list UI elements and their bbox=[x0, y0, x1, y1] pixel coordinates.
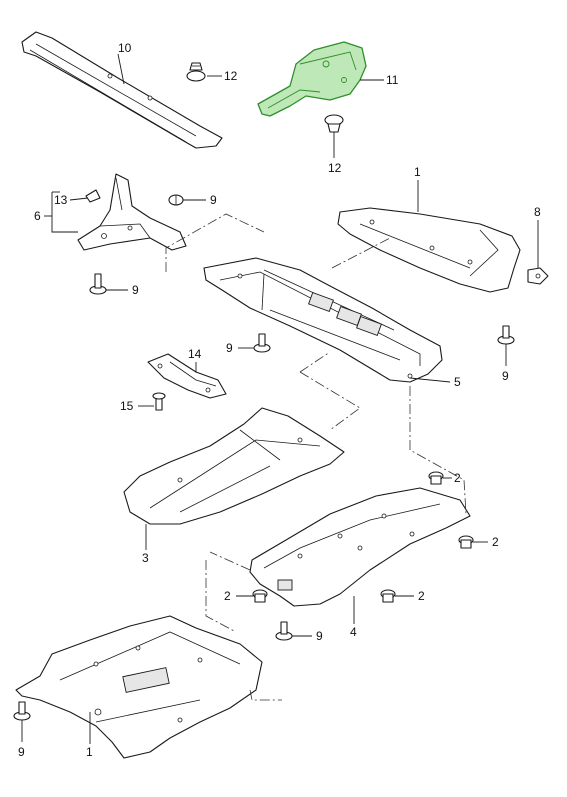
callout-9-c: 9 bbox=[226, 341, 233, 355]
callout-5: 5 bbox=[454, 375, 461, 389]
leader-10 bbox=[117, 53, 125, 85]
callout-1-top: 1 bbox=[414, 165, 421, 179]
callout-8: 8 bbox=[534, 205, 541, 219]
callout-2-b: 2 bbox=[492, 535, 499, 549]
part-6-bracket-assembly bbox=[77, 173, 187, 251]
part-3-middle-panel bbox=[123, 407, 345, 525]
callout-9-a: 9 bbox=[210, 193, 217, 207]
part-9-fastener-a bbox=[168, 194, 184, 206]
part-9-fastener-d bbox=[497, 325, 515, 345]
callout-14: 14 bbox=[188, 347, 202, 361]
part-15-bolt bbox=[152, 392, 166, 411]
part-10-crossmember bbox=[21, 31, 223, 149]
part-9-fastener-b bbox=[89, 273, 107, 295]
callout-15: 15 bbox=[120, 399, 134, 413]
part-12-clip-a bbox=[186, 62, 206, 82]
bracket-6-group bbox=[51, 192, 78, 233]
callout-2-a: 2 bbox=[454, 471, 461, 485]
part-1-lower-panel bbox=[15, 615, 263, 759]
callout-12-b: 12 bbox=[328, 161, 342, 175]
part-4-lower-right-panel bbox=[249, 487, 471, 607]
callout-2-d: 2 bbox=[418, 589, 425, 603]
part-2-nut-c bbox=[252, 589, 268, 603]
callout-9-e: 9 bbox=[316, 629, 323, 643]
alignment-lines bbox=[165, 213, 467, 701]
part-12-clip-b bbox=[324, 114, 344, 133]
part-2-nut-a bbox=[428, 471, 444, 485]
part-9-fastener-c bbox=[253, 333, 271, 353]
part-8-nut bbox=[527, 267, 549, 285]
callout-1-bottom: 1 bbox=[86, 745, 93, 759]
part-1-upper-right-panel bbox=[337, 207, 521, 293]
part-14-bracket bbox=[147, 353, 227, 399]
part-5-center-panel bbox=[203, 257, 443, 383]
callout-6: 6 bbox=[34, 209, 41, 223]
part-2-nut-d bbox=[380, 589, 396, 603]
callout-9-b: 9 bbox=[132, 283, 139, 297]
callout-2-c: 2 bbox=[224, 589, 231, 603]
part-11-highlighted-cover bbox=[257, 41, 367, 117]
callout-11: 11 bbox=[386, 73, 399, 87]
part-9-fastener-e bbox=[275, 621, 293, 641]
callout-labels: 1 1 2 2 2 2 3 4 5 6 8 9 9 9 9 9 9 10 11 … bbox=[18, 41, 541, 759]
part-9-fastener-f bbox=[13, 701, 31, 721]
leader-13 bbox=[69, 197, 89, 201]
callout-3: 3 bbox=[142, 551, 149, 565]
callout-4: 4 bbox=[350, 625, 357, 639]
callout-12-a: 12 bbox=[224, 69, 238, 83]
callout-9-d: 9 bbox=[502, 369, 509, 383]
callout-10: 10 bbox=[118, 41, 132, 55]
leader-5 bbox=[409, 377, 451, 383]
callout-9-f: 9 bbox=[18, 745, 25, 759]
part-2-nut-b bbox=[458, 535, 474, 549]
callout-13: 13 bbox=[54, 193, 68, 207]
